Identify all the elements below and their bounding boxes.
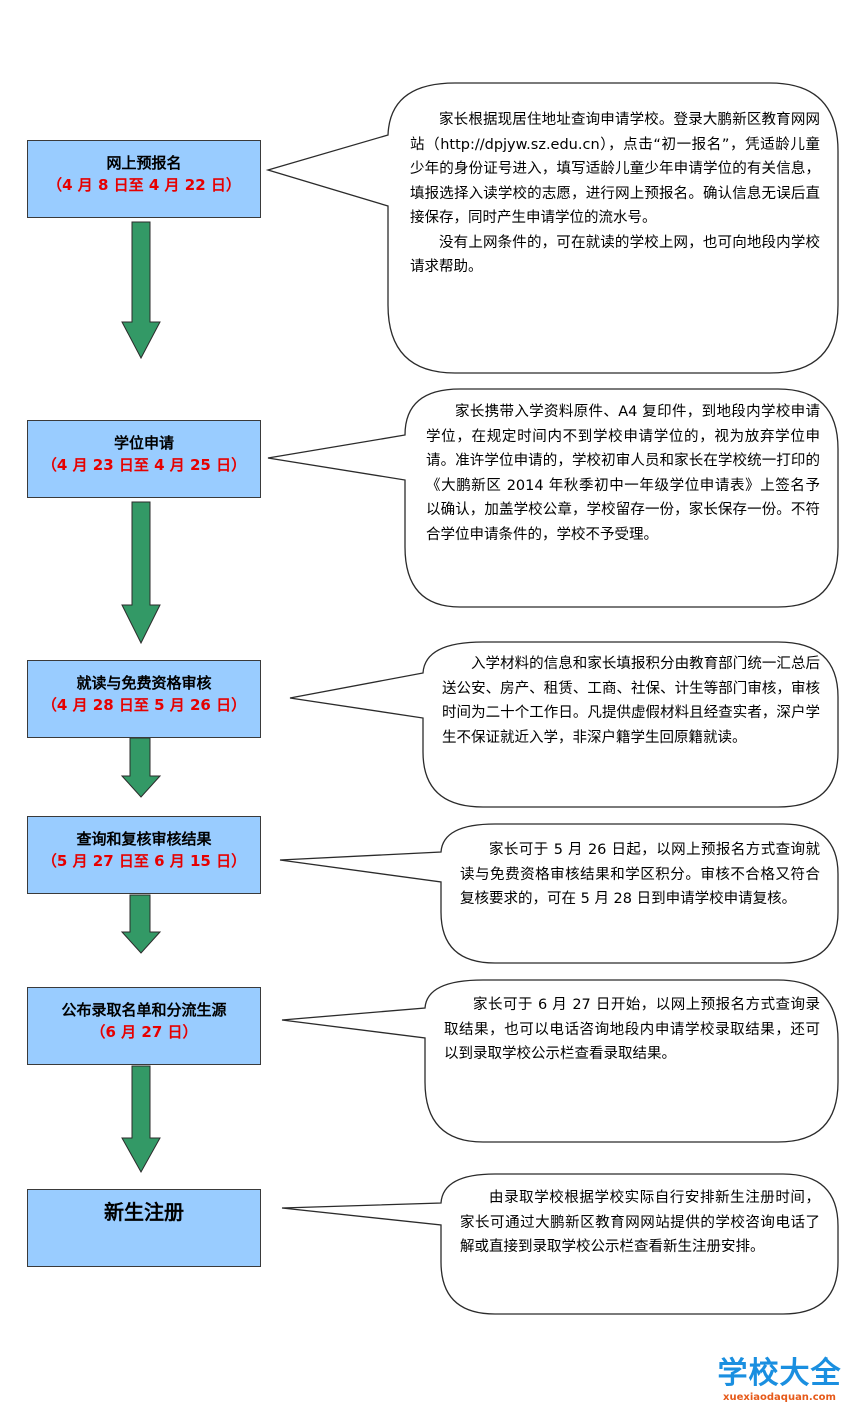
speech-bubble-6: [281, 1173, 839, 1315]
step-box-5: 公布录取名单和分流生源 （6 月 27 日）: [27, 987, 261, 1065]
bubble-text-6: 由录取学校根据学校实际自行安排新生注册时间，家长可通过大鹏新区教育网网站提供的学…: [460, 1186, 820, 1260]
bubble-paragraph: 家长根据现居住地址查询申请学校。登录大鹏新区教育网网站（http://dpjyw…: [410, 112, 820, 226]
speech-bubble-4: [279, 823, 839, 964]
speech-bubble-5: [281, 979, 839, 1143]
bubble-paragraph: 家长可于 5 月 26 日起，以网上预报名方式查询就读与免费资格审核结果和学区积…: [460, 842, 820, 907]
speech-bubble-3: [289, 641, 839, 808]
step-box-3: 就读与免费资格审核 （4 月 28 日至 5 月 26 日）: [27, 660, 261, 738]
bubble-text-2: 家长携带入学资料原件、A4 复印件，到地段内学校申请学位，在规定时间内不到学校申…: [426, 400, 820, 547]
step-title: 网上预报名: [106, 154, 182, 172]
step-box-1: 网上预报名 （4 月 8 日至 4 月 22 日）: [27, 140, 261, 218]
down-arrow-4: [120, 894, 162, 954]
step-date: （4 月 23 日至 4 月 25 日）: [41, 456, 247, 474]
logo-sub-text: xuexiaodaquan.com: [723, 1392, 836, 1403]
bubble-paragraph: 家长携带入学资料原件、A4 复印件，到地段内学校申请学位，在规定时间内不到学校申…: [426, 404, 820, 543]
step-title: 查询和复核审核结果: [76, 830, 212, 848]
step-box-6: 新生注册: [27, 1189, 261, 1267]
step-date: （4 月 28 日至 5 月 26 日）: [41, 696, 247, 714]
step-box-2: 学位申请 （4 月 23 日至 4 月 25 日）: [27, 420, 261, 498]
bubble-text-3: 入学材料的信息和家长填报积分由教育部门统一汇总后送公安、房产、租赁、工商、社保、…: [442, 652, 820, 750]
down-arrow-5: [121, 1065, 161, 1174]
step-title: 新生注册: [104, 1200, 184, 1224]
speech-bubble-2: [267, 388, 839, 608]
bubble-paragraph: 由录取学校根据学校实际自行安排新生注册时间，家长可通过大鹏新区教育网网站提供的学…: [460, 1190, 820, 1255]
bubble-text-4: 家长可于 5 月 26 日起，以网上预报名方式查询就读与免费资格审核结果和学区积…: [460, 838, 820, 912]
down-arrow-3: [120, 737, 162, 798]
logo-main-text: 学校大全: [717, 1356, 842, 1391]
bubble-paragraph: 没有上网条件的，可在就读的学校上网，也可向地段内学校请求帮助。: [410, 234, 820, 276]
bubble-paragraph: 入学材料的信息和家长填报积分由教育部门统一汇总后送公安、房产、租赁、工商、社保、…: [442, 656, 820, 746]
bubble-paragraph: 家长可于 6 月 27 日开始，以网上预报名方式查询录取结果，也可以电话咨询地段…: [444, 997, 820, 1062]
bubble-text-5: 家长可于 6 月 27 日开始，以网上预报名方式查询录取结果，也可以电话咨询地段…: [444, 993, 820, 1067]
bubble-text-1: 家长根据现居住地址查询申请学校。登录大鹏新区教育网网站（http://dpjyw…: [410, 108, 820, 280]
step-title: 公布录取名单和分流生源: [61, 1001, 227, 1019]
step-date: （4 月 8 日至 4 月 22 日）: [47, 176, 241, 194]
step-title: 学位申请: [113, 434, 174, 452]
site-logo: 学校大全 xuexiaodaquan.com: [712, 1356, 847, 1404]
speech-bubble-1: [265, 82, 839, 374]
step-date: （6 月 27 日）: [90, 1023, 198, 1041]
down-arrow-1: [121, 221, 161, 360]
step-box-4: 查询和复核审核结果 （5 月 27 日至 6 月 15 日）: [27, 816, 261, 894]
step-title: 就读与免费资格审核: [76, 674, 212, 692]
down-arrow-2: [121, 501, 161, 645]
step-date: （5 月 27 日至 6 月 15 日）: [41, 852, 247, 870]
